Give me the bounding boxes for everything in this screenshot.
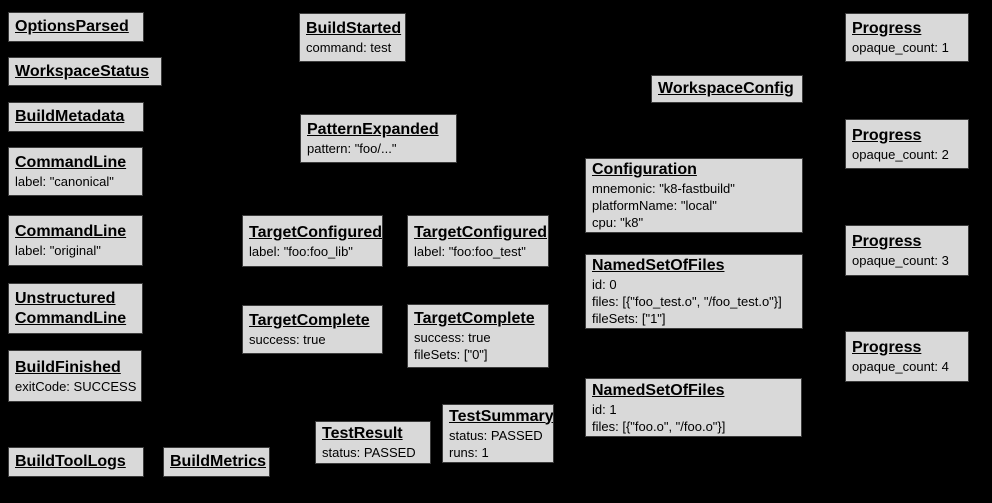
node-attribute: command: test xyxy=(306,40,392,55)
node-title: Progress xyxy=(852,339,922,356)
node-patternexpanded: PatternExpanded pattern: "foo/..." xyxy=(300,114,457,163)
node-title: NamedSetOfFiles xyxy=(592,381,725,399)
node-attribute: id: 1 xyxy=(592,401,617,417)
node-title: BuildStarted xyxy=(306,20,402,37)
node-progress-2: Progress opaque_count: 2 xyxy=(845,119,969,169)
node-attribute: opaque_count: 4 xyxy=(852,359,949,374)
node-progress-3: Progress opaque_count: 3 xyxy=(845,225,969,276)
node-progress: Progress opaque_count: 1 xyxy=(845,13,969,62)
node-title: CommandLine xyxy=(15,223,127,240)
node-attribute: success: true xyxy=(414,330,491,345)
node-title: TargetComplete xyxy=(414,310,535,327)
node-attribute: label: "foo:foo_lib" xyxy=(249,243,353,259)
node-targetconfigured-2: TargetConfigured label: "foo:foo_test" xyxy=(407,215,549,267)
node-title: PatternExpanded xyxy=(307,121,439,138)
node-commandline-2: CommandLine label: "original" xyxy=(8,215,143,266)
node-title: BuildMetrics xyxy=(170,453,267,470)
node-title: TestSummary xyxy=(449,407,554,425)
node-attribute: pattern: "foo/..." xyxy=(307,141,397,156)
node-title: BuildFinished xyxy=(15,358,121,376)
node-title: BuildMetadata xyxy=(15,108,125,125)
node-targetcomplete-2: TargetComplete success: true fileSets: ["0… xyxy=(407,304,549,368)
node-attribute: opaque_count: 2 xyxy=(852,146,949,162)
node-commandline: CommandLine label: "canonical" xyxy=(8,147,143,196)
node-attribute: cpu: "k8" xyxy=(592,215,644,230)
node-workspacestatus: WorkspaceStatus xyxy=(8,57,162,86)
node-targetconfigured: TargetConfigured label: "foo:foo_lib" xyxy=(242,215,383,267)
node-attribute: status: PASSED xyxy=(449,427,543,443)
node-workspaceconfig: WorkspaceConfig xyxy=(651,75,803,103)
node-title: TargetConfigured xyxy=(414,223,548,241)
node-unstructured-commandline: Unstructured CommandLine xyxy=(8,283,143,334)
node-title: TargetConfigured xyxy=(249,223,383,241)
node-namedsetoffiles: NamedSetOfFiles id: 0 files: [{"foo_test.o… xyxy=(585,254,803,329)
node-attribute: label: "original" xyxy=(15,243,101,258)
node-optionsparsed: OptionsParsed xyxy=(8,12,144,42)
node-attribute: success: true xyxy=(249,332,326,347)
node-attribute: exitCode: SUCCESS xyxy=(15,378,137,394)
node-title: OptionsParsed xyxy=(15,18,129,35)
node-attribute: label: "canonical" xyxy=(15,174,114,189)
node-title: Configuration xyxy=(592,161,697,178)
node-title: Unstructured CommandLine xyxy=(15,289,127,327)
node-attribute: mnemonic: "k8-fastbuild" xyxy=(592,181,735,196)
node-testresult: TestResult status: PASSED xyxy=(315,421,431,464)
node-title: WorkspaceConfig xyxy=(658,80,794,97)
node-title: TestResult xyxy=(322,425,403,442)
node-attribute: label: "foo:foo_test" xyxy=(414,243,526,259)
node-configuration: Configuration mnemonic: "k8-fastbuild" pla… xyxy=(585,158,803,233)
node-targetcomplete: TargetComplete success: true xyxy=(242,305,383,354)
node-attribute: files: [{"foo.o", "/foo.o"}] xyxy=(592,418,726,434)
node-title: Progress xyxy=(852,20,922,37)
node-attribute: fileSets: ["0"] xyxy=(414,347,488,362)
node-title: Progress xyxy=(852,233,922,250)
node-title: WorkspaceStatus xyxy=(15,62,149,80)
node-attribute: files: [{"foo_test.o", "/foo_test.o"}] xyxy=(592,294,782,309)
node-buildfinished: BuildFinished exitCode: SUCCESS xyxy=(8,350,142,402)
node-title: NamedSetOfFiles xyxy=(592,257,725,274)
node-attribute: runs: 1 xyxy=(449,444,489,460)
node-progress-4: Progress opaque_count: 4 xyxy=(845,331,969,382)
node-title: Progress xyxy=(852,126,922,144)
node-buildmetadata: BuildMetadata xyxy=(8,102,144,132)
node-attribute: platformName: "local" xyxy=(592,198,717,213)
node-attribute: status: PASSED xyxy=(322,445,416,460)
node-attribute: opaque_count: 1 xyxy=(852,40,949,55)
node-attribute: fileSets: ["1"] xyxy=(592,311,666,326)
node-attribute: id: 0 xyxy=(592,277,617,292)
node-title: TargetComplete xyxy=(249,312,370,329)
node-title: BuildToolLogs xyxy=(15,453,126,470)
node-title: CommandLine xyxy=(15,154,127,171)
node-buildmetrics: BuildMetrics xyxy=(163,447,270,477)
node-attribute: opaque_count: 3 xyxy=(852,253,949,268)
node-buildtoollogs: BuildToolLogs xyxy=(8,447,144,477)
node-buildstarted: BuildStarted command: test xyxy=(299,13,406,62)
